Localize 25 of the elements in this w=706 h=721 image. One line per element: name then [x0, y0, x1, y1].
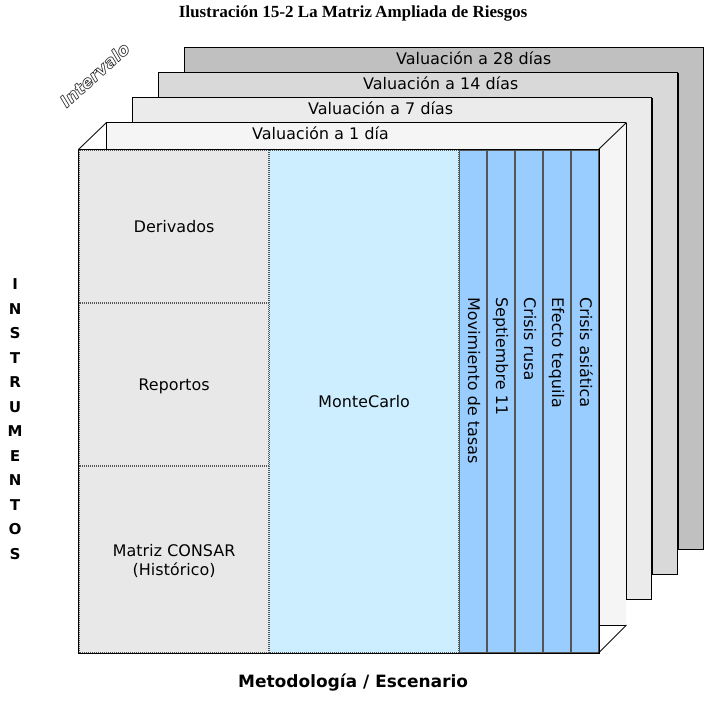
matrix-cell: MonteCarlo: [269, 150, 459, 653]
matrix-cell: Matriz CONSAR (Histórico): [79, 466, 269, 653]
interval-layer: [184, 47, 704, 73]
scenario-label: Crisis asiática: [575, 297, 595, 408]
scenario-label: Efecto tequila: [547, 297, 567, 408]
scenario-label: Movimiento de tasas: [463, 297, 483, 464]
layer-label: Valuación a 7 días: [308, 100, 454, 118]
axis-label: INSTRUMENTOS: [6, 274, 24, 564]
interval-layer: [132, 97, 652, 123]
layer-label: Valuación a 28 días: [396, 50, 552, 68]
scenario-column: [571, 150, 599, 653]
matrix-cell: Derivados: [79, 150, 269, 303]
scenario-column: [487, 150, 515, 653]
matrix-cell: Reportos: [79, 303, 269, 466]
figure-title: Ilustración 15-2 La Matriz Ampliada de Riesgos: [178, 2, 528, 22]
scenario-column: [543, 150, 571, 653]
interval-layer: [158, 72, 678, 98]
interval-layer: [78, 122, 628, 655]
scenario-column: [459, 150, 487, 653]
scenario-label: Septiembre 11: [491, 297, 511, 415]
axis-label: Metodología / Escenario: [237, 672, 469, 692]
scenario-label: Crisis rusa: [519, 297, 539, 380]
layer-label: Valuación a 1 día: [252, 125, 389, 143]
scenario-column: [515, 150, 543, 653]
layer-label: Valuación a 14 días: [363, 75, 518, 93]
